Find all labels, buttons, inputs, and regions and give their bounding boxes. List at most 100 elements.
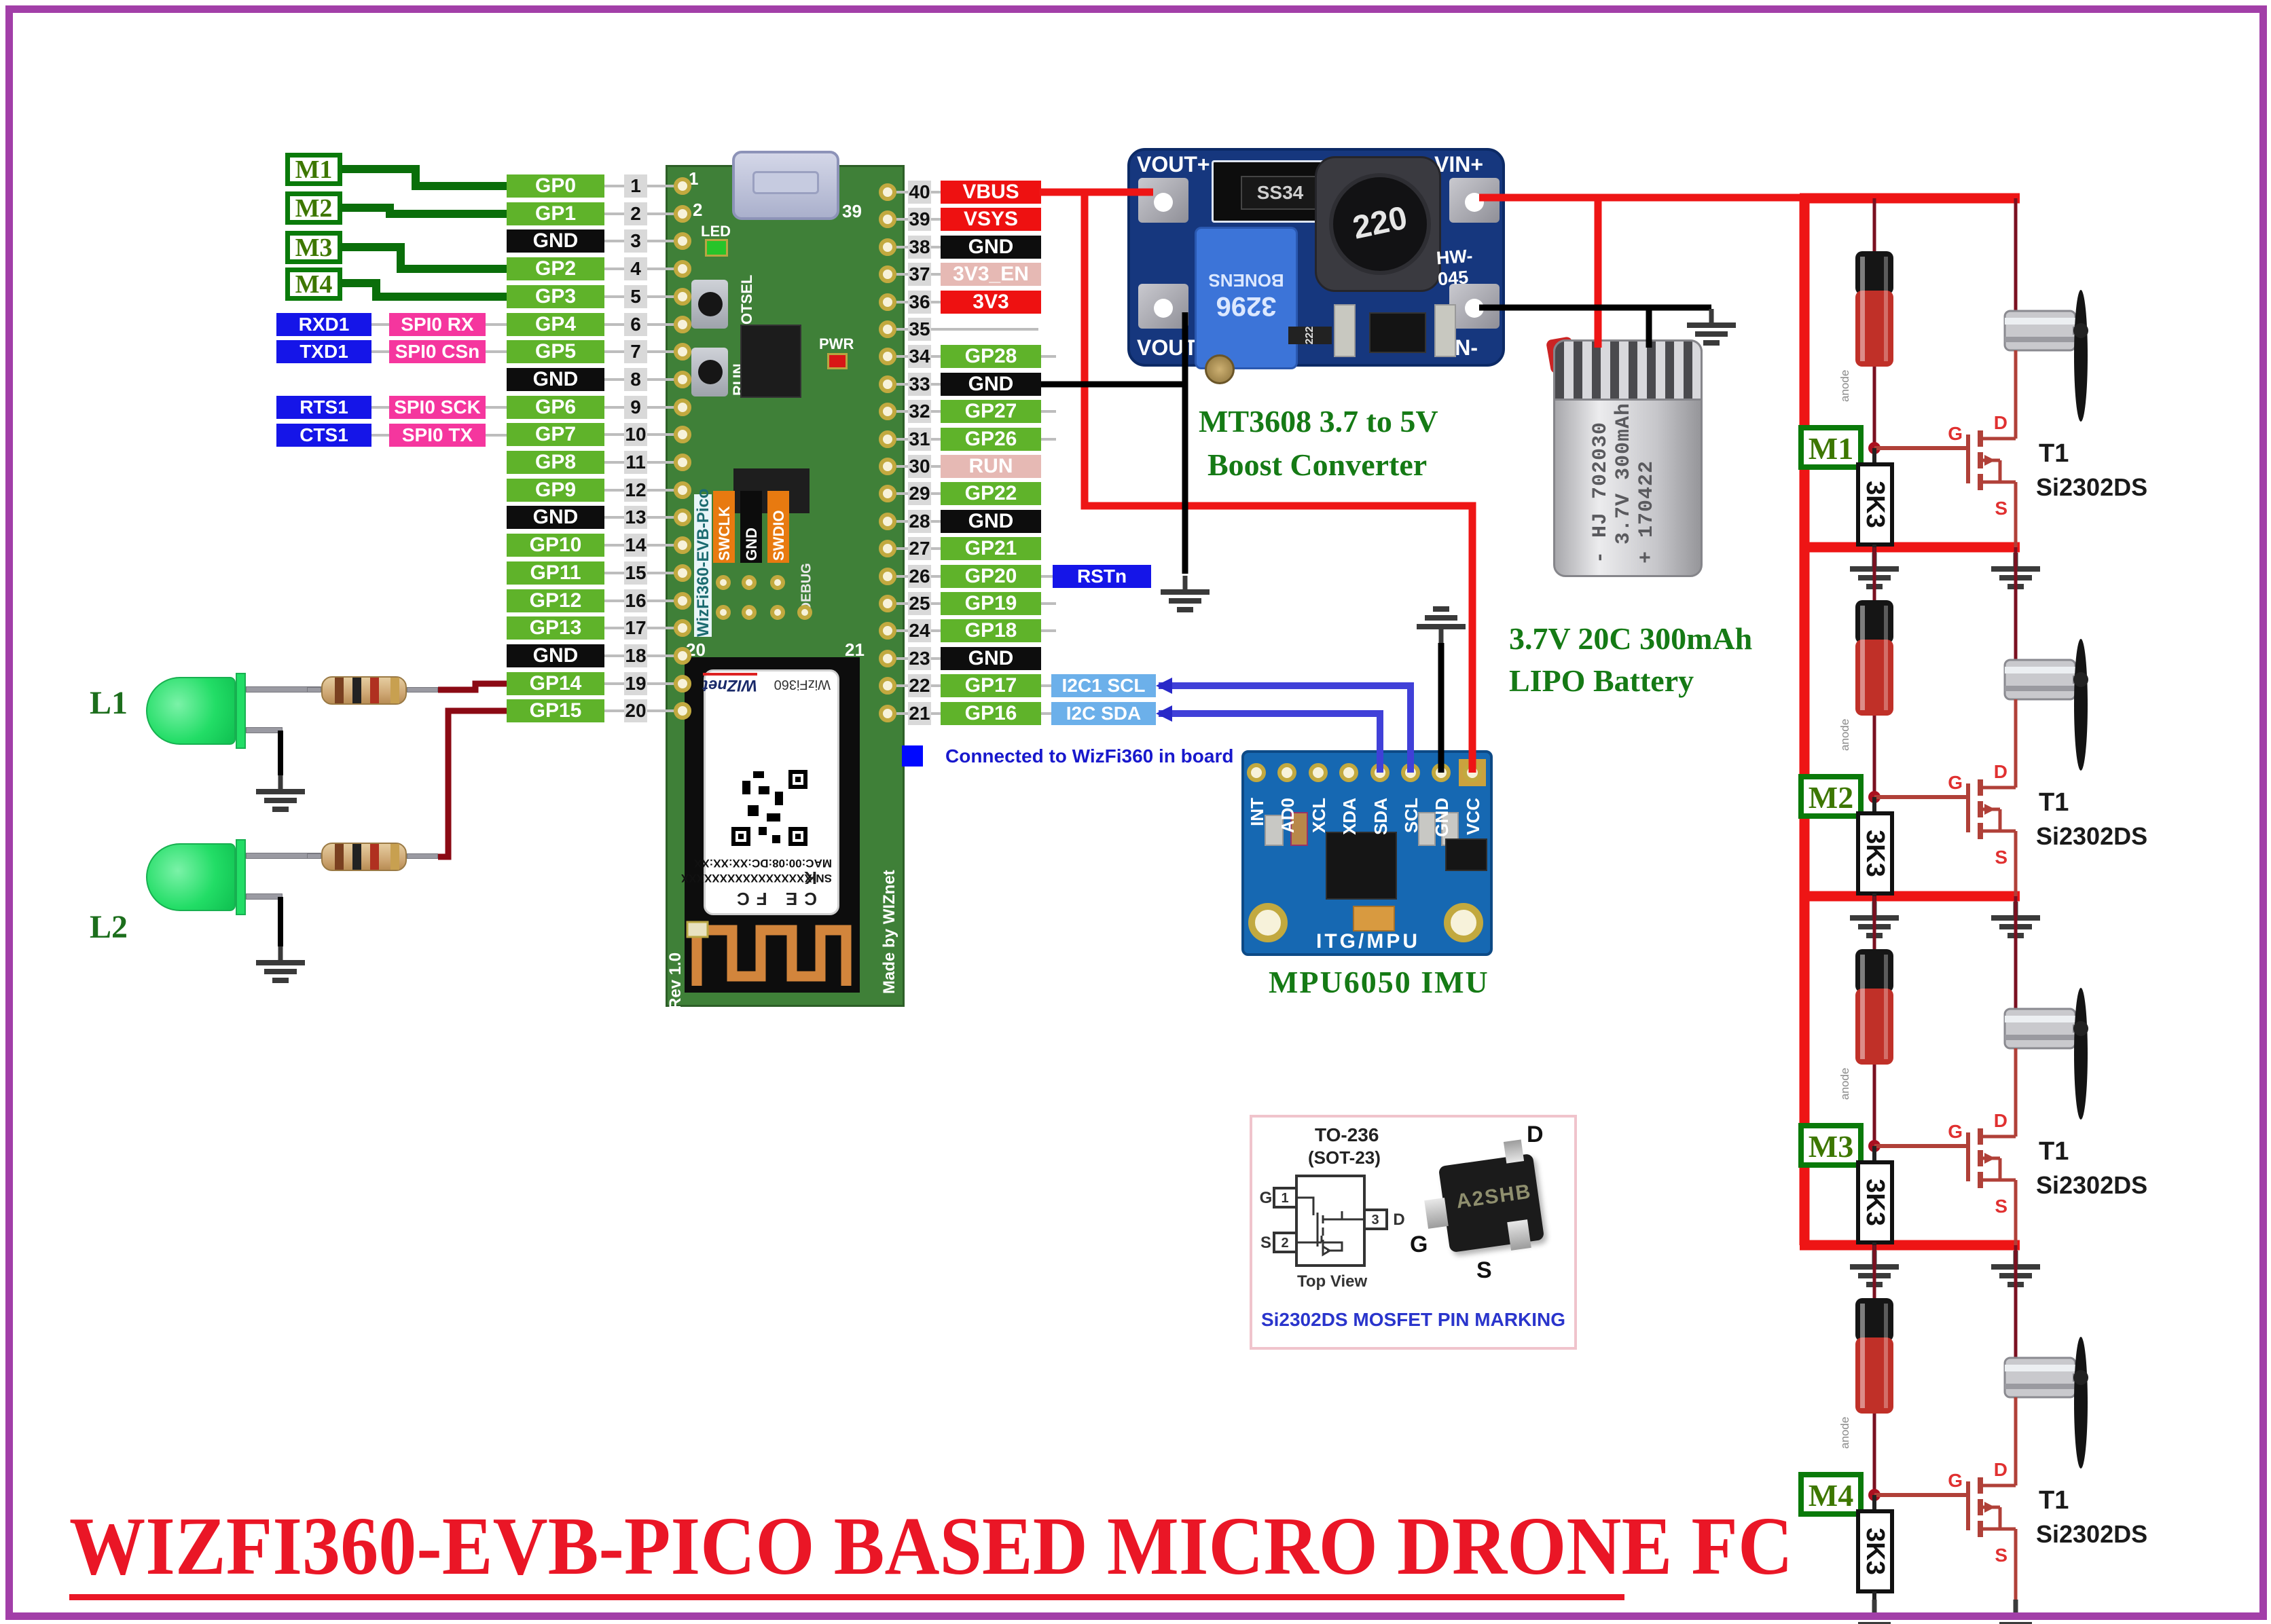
diode-anode-note: anode: [1838, 1417, 1851, 1449]
pin-label-right-GP19: GP19: [941, 592, 1041, 615]
resistor-band: [370, 844, 379, 870]
connector-stub: [931, 245, 941, 248]
connector-stub: [647, 709, 674, 713]
svg-text:3: 3: [1371, 1213, 1379, 1228]
svg-text:S: S: [1260, 1234, 1271, 1252]
battery-caption-2: LIPO Battery: [1509, 663, 1694, 698]
motor-label-box: [1798, 1472, 1864, 1517]
connector-stub: [896, 218, 908, 221]
trimpot-model: 3296: [1216, 291, 1277, 321]
connector-stub: [896, 492, 908, 496]
pin-number-left: 6: [624, 312, 647, 336]
pin-label-right-GND: GND: [941, 646, 1041, 670]
svg-text:2: 2: [1281, 1236, 1288, 1251]
pin-hole: [674, 564, 691, 582]
connector-stub: [647, 405, 674, 409]
spi-box: SPI0 RX: [389, 313, 486, 336]
pin-hole: [674, 426, 691, 444]
motor-label-box: [1798, 425, 1864, 470]
connector-stub: [647, 571, 674, 574]
pin-label-right-VBUS: VBUS: [941, 181, 1041, 204]
motor-label-box: [1798, 1123, 1864, 1168]
mt3608-module: VOUT+ VOUT- VIN+ VIN- SS34 220 3296 BONE…: [1127, 148, 1505, 384]
svg-text:Si2302DS: Si2302DS: [2036, 473, 2147, 501]
ground-symbol: [1991, 553, 2040, 589]
connector-stub: [647, 516, 674, 519]
ground-symbol: [256, 946, 305, 983]
pin-hole: [879, 512, 896, 530]
pin-hole: [770, 575, 785, 590]
empty-pin-line: [931, 328, 1038, 331]
pin-number-left: 14: [624, 534, 647, 557]
vin-minus-pad: [1449, 284, 1500, 329]
pin-hole: [674, 481, 691, 499]
battery-print-line1: - HJ 702030: [1589, 421, 1612, 564]
pin-label-right-3V3_EN: 3V3_EN: [941, 263, 1041, 287]
connector-stub: [896, 547, 908, 551]
bootsel-button-cap: [698, 292, 723, 316]
pin-number-left: 15: [624, 561, 647, 585]
svg-text:D: D: [1994, 761, 2007, 782]
connector-stub: [896, 382, 908, 386]
gate-resistor: [1856, 462, 1894, 547]
resistor-band: [370, 678, 379, 703]
pin-number-left: 20: [624, 699, 647, 723]
pin-label-left-GP9: GP9: [507, 478, 604, 502]
connector-stub: [647, 682, 674, 685]
wire-m3-signal: [340, 243, 507, 273]
connector-stub: [896, 245, 908, 248]
pin-hole: [674, 702, 691, 720]
battery-print-line3: + 170422: [1635, 460, 1658, 564]
photo-s-label: S: [1476, 1257, 1492, 1283]
arrow-i2c-sda: [1156, 705, 1172, 722]
connector-stub: [931, 382, 941, 386]
silk-21: 21: [845, 640, 865, 660]
pin-label-left-GP6: GP6: [507, 395, 604, 419]
connector-stub: [604, 212, 624, 215]
sot-caption: Si2302DS MOSFET PIN MARKING: [1260, 1309, 1566, 1330]
connector-stub: [1041, 410, 1056, 413]
resistor-lead: [407, 853, 438, 859]
i2c-sda-stub: [1041, 712, 1051, 715]
resistor-lead: [307, 853, 321, 859]
connector-stub: [371, 350, 389, 353]
connector-stub: [647, 350, 674, 354]
svg-text:G: G: [1260, 1189, 1273, 1207]
pin-hole: [674, 204, 691, 223]
diode-anode-note: anode: [1838, 1068, 1851, 1100]
svg-text:S: S: [1995, 1545, 2007, 1566]
svg-text:D: D: [1994, 1459, 2007, 1480]
trimpot-brand: BONENS: [1208, 270, 1284, 291]
pin-label-left-GP11: GP11: [507, 561, 604, 585]
vout-plus-label: VOUT+: [1137, 152, 1210, 177]
diode-anode-note: anode: [1838, 719, 1851, 751]
battery-print: - HJ 702030 3.7V 300mAh + 170422: [1589, 401, 1684, 564]
pin-hole: [1401, 763, 1420, 782]
connector-stub: [647, 240, 674, 243]
swd-gnd-label: [740, 491, 762, 563]
pin-number-left: 19: [624, 671, 647, 695]
pin-hole: [742, 605, 757, 620]
ss34-text: SS34: [1241, 176, 1320, 210]
vout-minus-pad: [1138, 284, 1188, 329]
pin-number-left: 9: [624, 395, 647, 419]
motor-signal-box-M2: M2: [285, 191, 342, 225]
pin-hole: [879, 403, 896, 421]
svg-text:G: G: [1948, 423, 1963, 444]
mpu-pin-label-INT: INT: [1247, 798, 1267, 826]
pin-hole: [674, 315, 691, 333]
pin-number-right: 38: [908, 235, 931, 259]
connector-stub: [931, 602, 941, 605]
pin-number-left: 16: [624, 589, 647, 612]
pin-number-right: 26: [908, 564, 931, 588]
connector-stub: [1041, 437, 1056, 441]
svg-text:3K3: 3K3: [1861, 481, 1889, 528]
ground-symbol: [1850, 553, 1899, 589]
legend-text: Connected to WizFi360 in board: [945, 745, 1234, 767]
trimpot: 3296 BONENS: [1195, 227, 1298, 369]
pin-label-left-GND: GND: [507, 367, 604, 391]
connector-stub: [604, 405, 624, 409]
wire-m1-signal: [342, 165, 507, 190]
boost-ic: [1369, 312, 1426, 353]
